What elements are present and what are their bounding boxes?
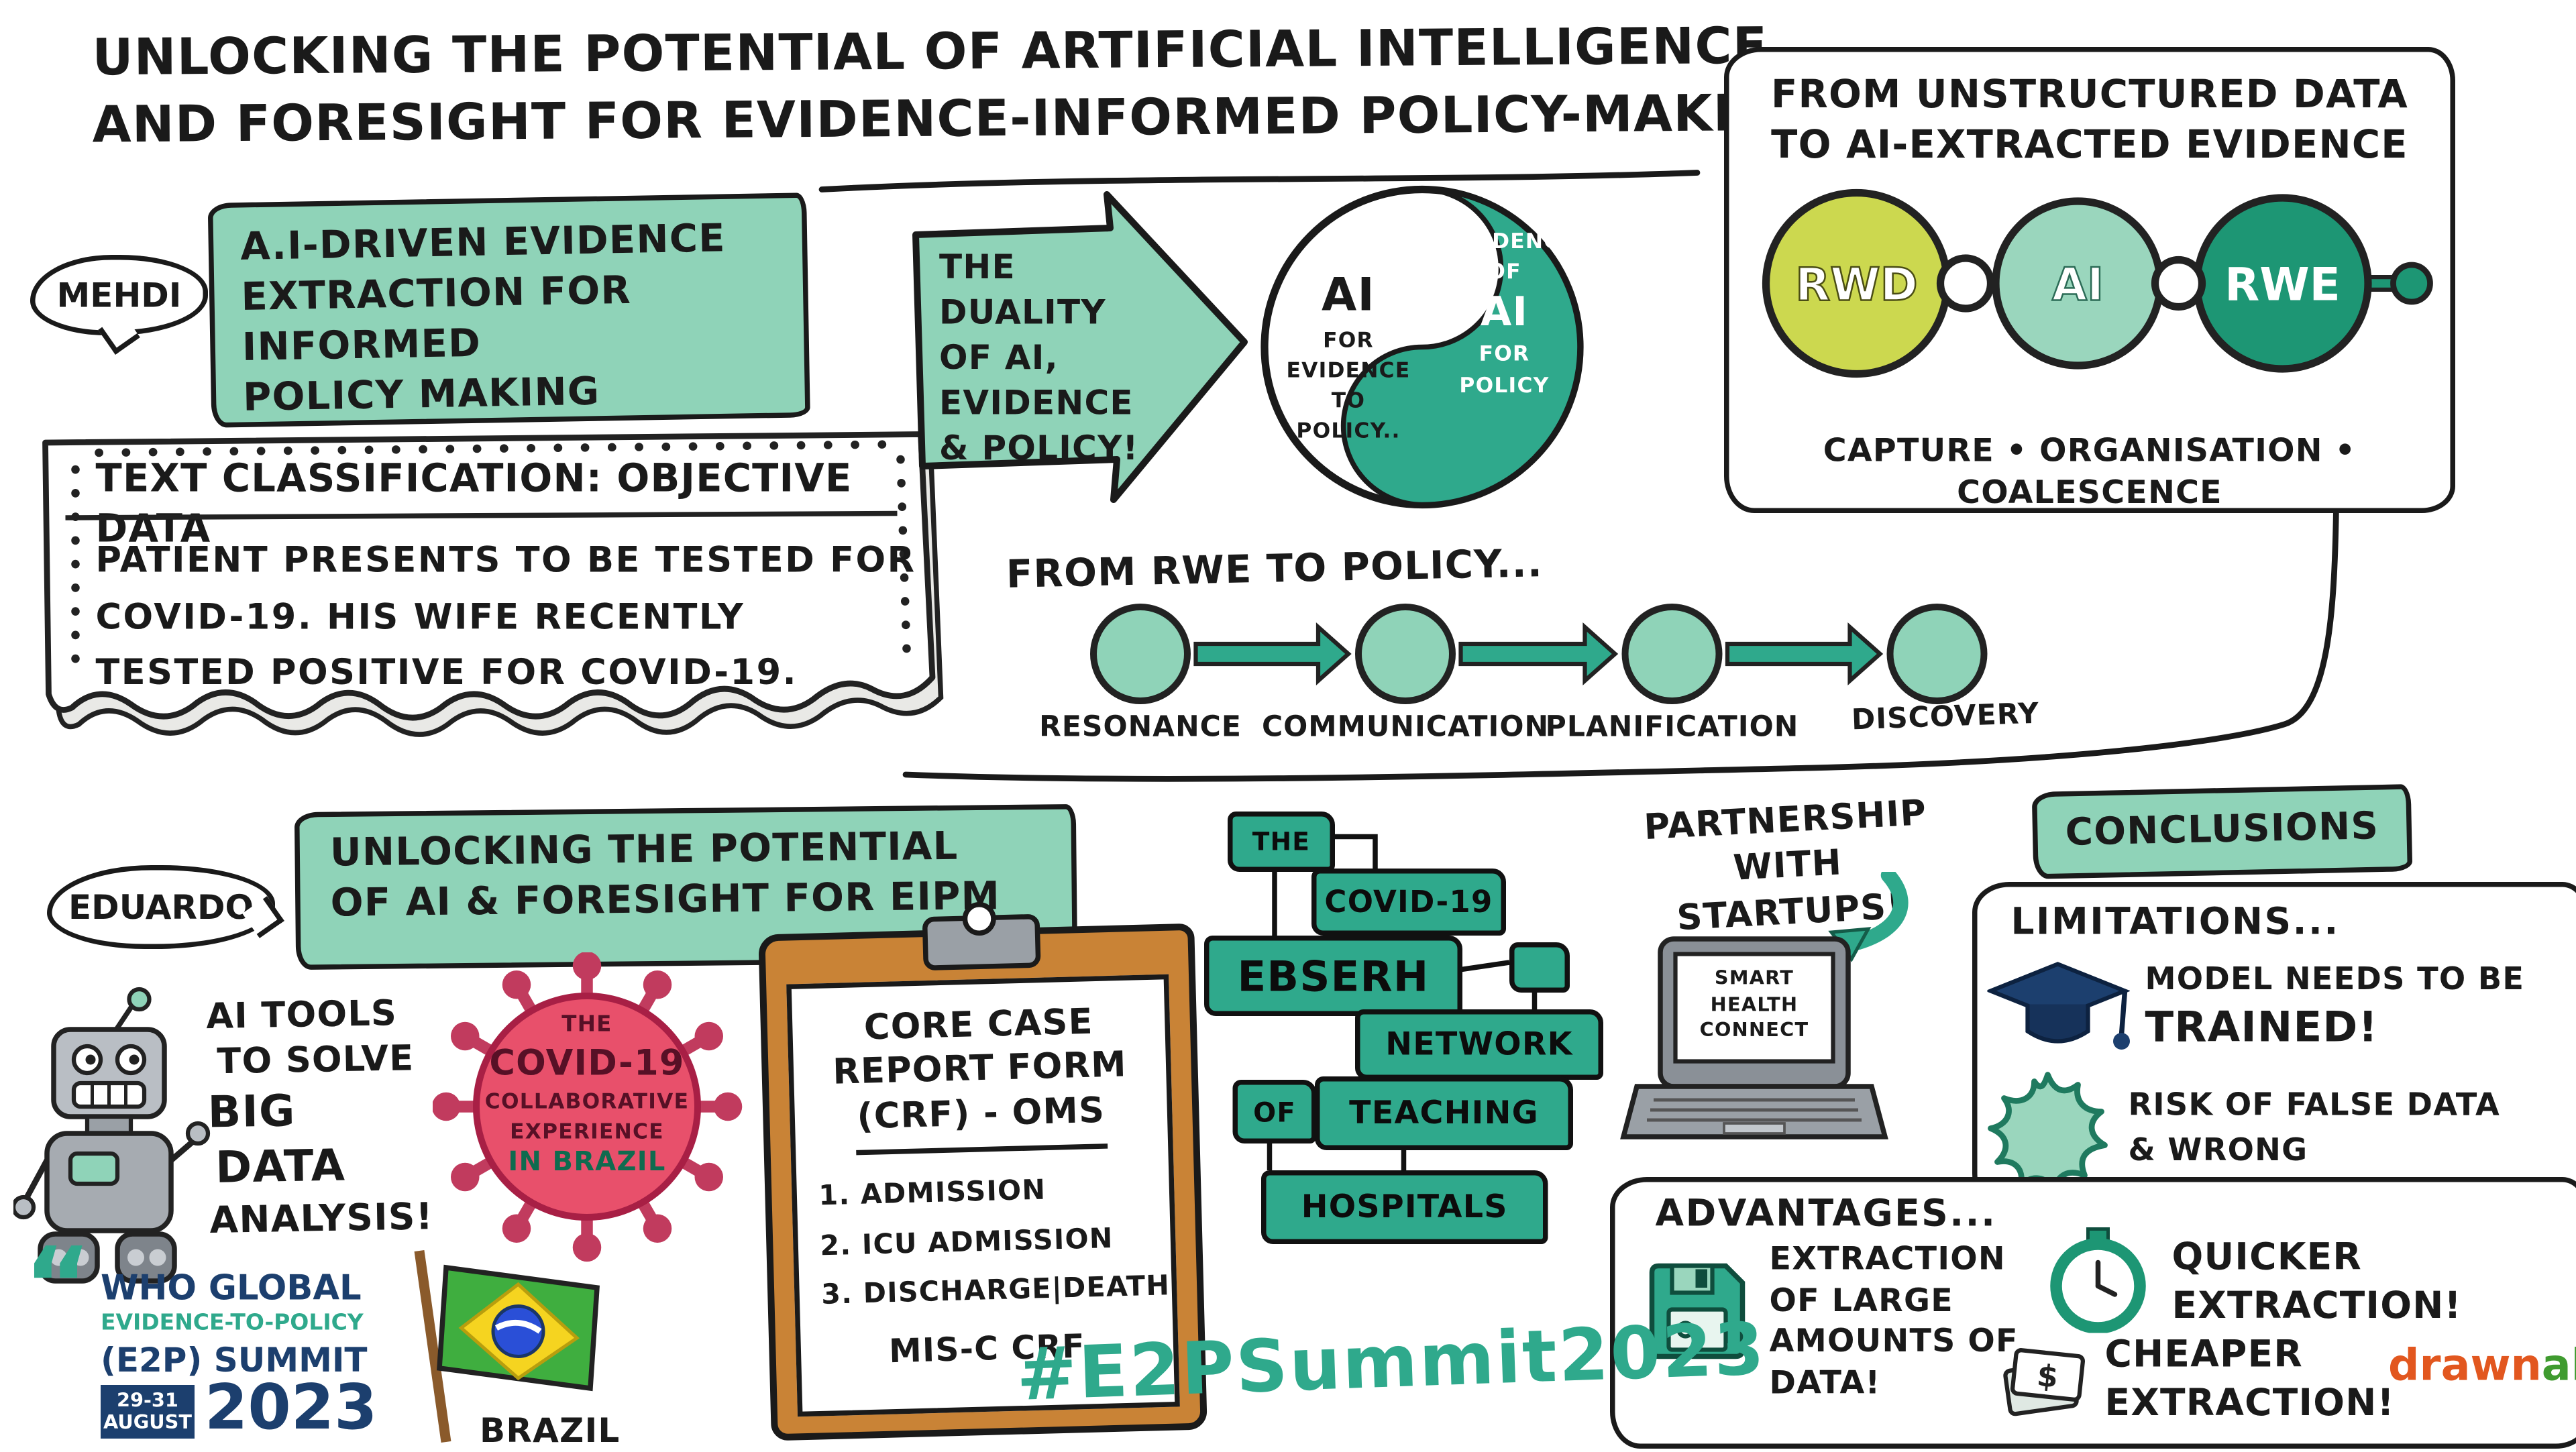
drawnalism-logo: drawnalism [2388, 1341, 2576, 1392]
network-box-hospitals: HOSPITALS [1261, 1170, 1548, 1244]
advantage-extraction: EXTRACTION OF LARGE AMOUNTS OF DATA! [1770, 1239, 2019, 1405]
rwd-ai-rwe-chain: RWD AI RWE [1743, 186, 2437, 388]
network-box-network: NETWORK [1355, 1009, 1603, 1080]
speaker-name-eduardo: EDUARDO [68, 887, 254, 928]
who-logo-dates: 29-31 AUGUST [101, 1385, 195, 1439]
node-rwe: RWE [2224, 258, 2341, 311]
node-ai: AI [2052, 258, 2104, 311]
money-icon: $ [1991, 1340, 2092, 1427]
page-title-line2: AND FORESIGHT FOR EVIDENCE-INFORMED POLI… [92, 81, 1818, 158]
crf-title: CORE CASE REPORT FORM (CRF) - OMS [787, 998, 1173, 1140]
dollar-symbol: $ [2035, 1357, 2060, 1395]
network-connector-box [1509, 942, 1570, 993]
speaker-name-mehdi: MEHDI [57, 275, 182, 315]
quote-icon: “ [23, 1234, 92, 1338]
graduation-cap-icon [1988, 961, 2131, 1065]
who-summit-logo: “ WHO GLOBAL EVIDENCE-TO-POLICY (E2P) SU… [23, 1261, 384, 1442]
text-classification-body: PATIENT PRESENTS TO BE TESTED FOR COVID-… [96, 533, 916, 702]
step-resonance: RESONANCE [1039, 711, 1242, 744]
duality-arrow: THE DUALITY OF AI, EVIDENCE & POLICY! [909, 188, 1253, 506]
yang-right-pre: ..EVIDENCE OF [1426, 227, 1583, 288]
speaker-bubble-eduardo: EDUARDO [47, 865, 275, 949]
laptop-screen-text: SMART HEALTH CONNECT [1680, 966, 1828, 1044]
virus-text-brazil: IN BRAZIL [462, 1146, 713, 1180]
ai-tools-line: DATA [215, 1139, 444, 1199]
ai-evidence-yinyang: AI FOR EVIDENCE TO POLICY.. ..EVIDENCE O… [1254, 180, 1590, 515]
brazil-flag-label: BRAZIL [480, 1408, 621, 1452]
yang-right-text: FOR POLICY [1426, 339, 1583, 400]
network-box-the: THE [1228, 812, 1335, 872]
who-logo-line1: WHO GLOBAL [101, 1268, 362, 1308]
limitations-box: LIMITATIONS... MODEL NEEDS TO BE TRAINED… [1972, 882, 2576, 1211]
ai-tools-line: ANALYSIS! [209, 1195, 445, 1247]
advantage-cheaper: CHEAPER EXTRACTION! [2105, 1333, 2395, 1429]
limitations-heading: LIMITATIONS... [2011, 901, 2340, 948]
unstructured-caption: CAPTURE • ORGANISATION • COALESCENCE [1729, 431, 2451, 514]
limitation-point1-line2: TRAINED! [2145, 1001, 2379, 1056]
clock-icon [2048, 1226, 2149, 1333]
unstructured-data-box: FROM UNSTRUCTURED DATA TO AI-EXTRACTED E… [1724, 47, 2455, 513]
step-discovery: DISCOVERY [1851, 697, 2040, 738]
crf-items: 1. ADMISSION 2. ICU ADMISSION 3. DISCHAR… [818, 1162, 1171, 1321]
step-communication: COMMUNICATION [1262, 711, 1549, 744]
who-logo-year: 2023 [205, 1372, 377, 1444]
ai-tools-line: TO SOLVE [217, 1036, 442, 1086]
ebserh-network-chart: THE COVID-19 EBSERH NETWORK OF TEACHING … [1174, 801, 1610, 1251]
network-box-teaching: TEACHING [1315, 1076, 1573, 1150]
advantage-quicker: QUICKER EXTRACTION! [2172, 1236, 2462, 1332]
covid-virus: THE COVID-19 COLLABORATIVE EXPERIENCE IN… [433, 952, 743, 1263]
yin-left-text: FOR EVIDENCE TO POLICY.. [1271, 325, 1426, 447]
yang-right-big: AI [1426, 287, 1583, 339]
step-planification: PLANIFICATION [1546, 711, 1799, 744]
node-rwd: RWD [1795, 258, 1917, 311]
laptop: SMART HEALTH CONNECT [1613, 932, 1890, 1184]
network-box-covid19: COVID-19 [1311, 869, 1506, 936]
virus-text-mid: COLLABORATIVE EXPERIENCE [462, 1086, 713, 1146]
drawnalism-logo-part2: alism [2542, 1341, 2576, 1392]
network-box-of: OF [1233, 1080, 1317, 1143]
virus-text-the: THE [462, 1013, 713, 1041]
unstructured-heading: FROM UNSTRUCTURED DATA TO AI-EXTRACTED E… [1746, 72, 2434, 172]
conclusions-heading-box: CONCLUSIONS [2032, 784, 2413, 879]
who-logo-line2: EVIDENCE-TO-POLICY [101, 1311, 364, 1337]
virus-text-covid: COVID-19 [462, 1041, 713, 1086]
text-classification-note: TEXT CLASSIFICATION: OBJECTIVE DATA PATI… [25, 426, 948, 791]
mehdi-topic-box: A.I-DRIVEN EVIDENCE EXTRACTION FOR INFOR… [208, 192, 810, 428]
drawnalism-logo-part1: drawn [2388, 1341, 2542, 1392]
advantages-heading: ADVANTAGES... [1656, 1192, 1997, 1240]
limitation-point1-line1: MODEL NEEDS TO BE [2145, 961, 2525, 1001]
ai-tools-note: AI TOOLS TO SOLVE BIG DATA ANALYSIS! [206, 991, 445, 1247]
page-title-line1: UNLOCKING THE POTENTIAL OF ARTIFICIAL IN… [92, 14, 1768, 91]
network-box-ebserh: EBSERH [1204, 936, 1462, 1016]
yin-left-big: AI [1271, 267, 1426, 326]
duality-arrow-label: THE DUALITY OF AI, EVIDENCE & POLICY! [939, 245, 1140, 471]
ai-tools-line: AI TOOLS [206, 991, 441, 1040]
ai-tools-line: BIG [207, 1082, 443, 1143]
